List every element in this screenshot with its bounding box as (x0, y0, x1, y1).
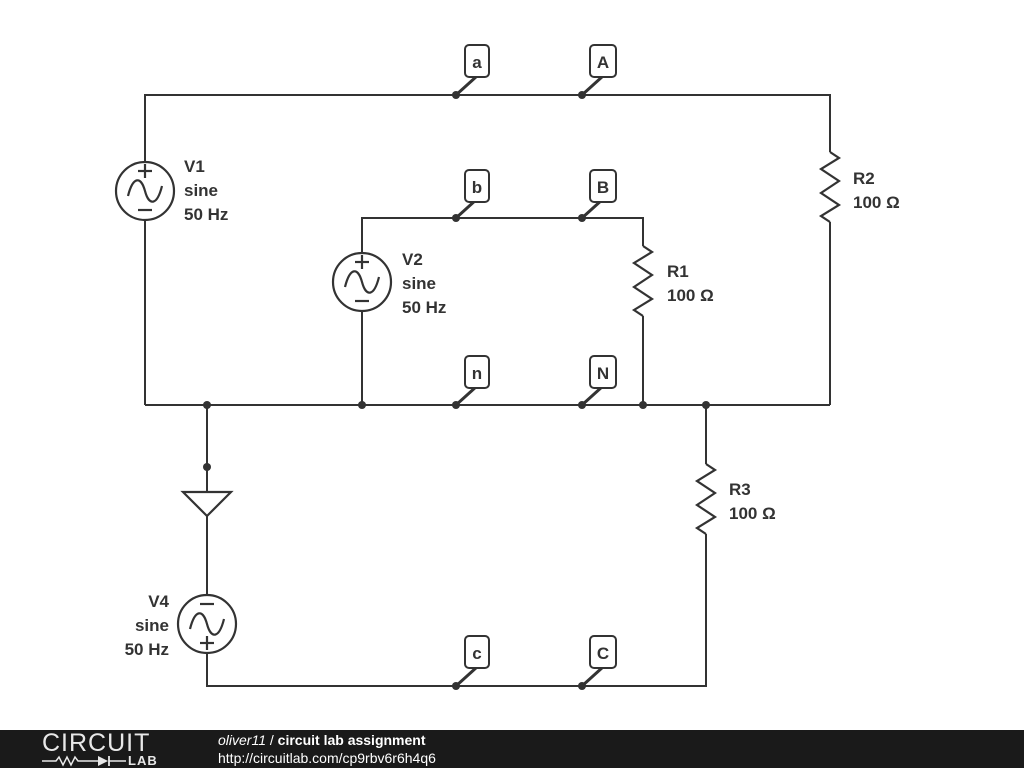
probe-C-label: C (597, 644, 609, 663)
wire-bottom (206, 534, 707, 687)
title-separator: / (269, 732, 274, 748)
resistor-diode-icon (42, 755, 126, 767)
circuit-credit: oliver11 / circuit lab assignment http:/… (218, 731, 436, 767)
probe-n[interactable]: n (452, 355, 490, 409)
source-v2-type: sine (402, 274, 436, 293)
schematic-canvas: V1 sine 50 Hz V2 sine 50 Hz V4 sine 50 H… (114, 44, 900, 690)
resistor-icon (631, 245, 655, 317)
source-v1-freq: 50 Hz (184, 205, 228, 224)
source-v4-freq: 50 Hz (125, 640, 169, 659)
probe-C[interactable]: C (578, 635, 617, 690)
probe-icon (454, 665, 479, 688)
probe-icon (454, 384, 479, 407)
probe-icon (454, 74, 479, 97)
probe-icon (580, 384, 605, 407)
resistor-icon (694, 463, 718, 535)
wires (144, 94, 831, 687)
probe-b[interactable]: b (452, 169, 490, 222)
resistor-r3[interactable]: R3 100 Ω (694, 463, 776, 535)
junctions (203, 401, 710, 471)
resistor-r1-value: 100 Ω (667, 286, 714, 305)
logo-text-circuit: CIRCUIT (42, 729, 151, 757)
circuit-title: circuit lab assignment (277, 732, 426, 748)
probe-N[interactable]: N (578, 355, 617, 409)
probe-B[interactable]: B (578, 169, 617, 222)
probe-c[interactable]: c (452, 635, 490, 690)
resistor-r3-name: R3 (729, 480, 751, 499)
probe-a-label: a (472, 53, 482, 72)
resistor-icon (818, 151, 842, 223)
ground-icon (180, 490, 234, 518)
probe-c-label: c (472, 644, 481, 663)
junction-dot (203, 401, 211, 409)
circuitlab-logo[interactable]: CIRCUIT LAB (42, 729, 182, 768)
resistor-r2-value: 100 Ω (853, 193, 900, 212)
logo-bottom-row: LAB (42, 753, 182, 768)
ac-source-icon (176, 593, 238, 655)
wire-top (144, 94, 831, 163)
probe-A[interactable]: A (578, 44, 617, 99)
resistor-r1[interactable]: R1 100 Ω (631, 245, 714, 317)
source-v2[interactable]: V2 sine 50 Hz (331, 250, 446, 317)
source-v4-type: sine (135, 616, 169, 635)
schematic-diagram: V1 sine 50 Hz V2 sine 50 Hz V4 sine 50 H… (114, 44, 900, 690)
probe-icon (580, 74, 605, 97)
resistor-r2[interactable]: R2 100 Ω (818, 151, 900, 223)
resistor-r2-name: R2 (853, 169, 875, 188)
source-v2-name: V2 (402, 250, 423, 269)
source-v1[interactable]: V1 sine 50 Hz (114, 157, 228, 224)
logo-text-lab: LAB (128, 753, 158, 768)
resistor-r1-name: R1 (667, 262, 689, 281)
junction-dot (639, 401, 647, 409)
source-v4-name: V4 (148, 592, 169, 611)
ac-source-icon (114, 160, 176, 222)
probe-A-label: A (597, 53, 609, 72)
probe-n-label: n (472, 364, 482, 383)
circuit-url-link[interactable]: http://circuitlab.com/cp9rbv6r6h4q6 (218, 750, 436, 766)
author-link[interactable]: oliver11 (218, 732, 266, 748)
ac-source-icon (331, 251, 393, 313)
resistor-r3-value: 100 Ω (729, 504, 776, 523)
probe-B-label: B (597, 178, 609, 197)
source-v1-type: sine (184, 181, 218, 200)
probe-b-label: b (472, 178, 482, 197)
junction-dot (358, 401, 366, 409)
junction-dot (702, 401, 710, 409)
probe-icon (580, 665, 605, 688)
footer-bar: CIRCUIT LAB oliver11 / circuit lab assig… (0, 730, 1024, 768)
wire-inner-top (361, 217, 644, 253)
source-v4[interactable]: V4 sine 50 Hz (125, 592, 238, 659)
probe-N-label: N (597, 364, 609, 383)
junction-dot (203, 463, 211, 471)
source-v2-freq: 50 Hz (402, 298, 446, 317)
source-v1-name: V1 (184, 157, 205, 176)
probe-a[interactable]: a (452, 44, 490, 99)
